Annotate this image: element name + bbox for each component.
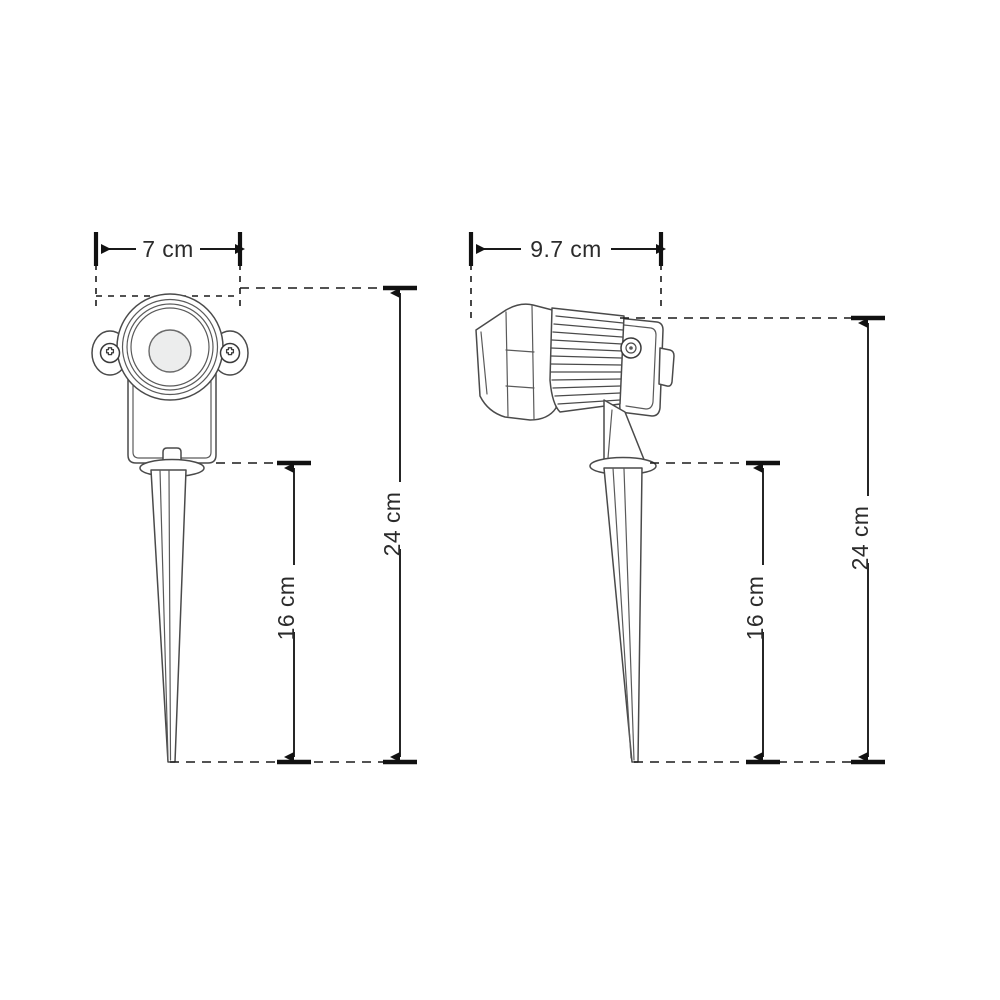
side-spike-edge [623, 468, 635, 761]
dimension-side-total-height: 24 cm [847, 315, 885, 765]
side-hood-panel-a [505, 311, 509, 417]
dimension-front-width: 7 cm [93, 232, 245, 266]
front-screw-right [219, 342, 241, 364]
front-lens [148, 329, 192, 373]
dimension-front-spike-length: 16 cm [273, 460, 311, 765]
front-head-ring4 [130, 307, 210, 387]
side-view-group: 9.7 cm 16 cm 24 cm [468, 232, 885, 765]
front-total-height-label: 24 cm [379, 492, 405, 557]
front-width-label: 7 cm [142, 236, 193, 262]
dimension-front-total-height: 24 cm [379, 285, 417, 765]
side-spike [603, 467, 643, 763]
front-head-ring2 [121, 298, 219, 396]
side-hood-band-top [505, 349, 535, 353]
side-hood-edge-inner [480, 331, 488, 395]
side-width-label: 9.7 cm [530, 236, 601, 262]
front-view-group: 7 cm 16 cm 24 cm [91, 232, 417, 765]
side-hood-panel-b [531, 305, 535, 420]
side-heatsink-barrel [549, 307, 625, 413]
front-head-ring3 [126, 303, 214, 391]
dimension-side-width: 9.7 cm [468, 232, 666, 266]
side-view-product [475, 303, 675, 763]
side-width-extension-lines [470, 252, 662, 320]
side-glare-hood [475, 303, 561, 421]
side-cable-tab [658, 347, 675, 387]
side-heatsink-fins [550, 315, 624, 405]
front-spike-edge2 [159, 469, 169, 759]
front-view-product [91, 293, 249, 763]
side-spike-edge2 [612, 467, 632, 759]
side-total-height-label: 24 cm [847, 506, 873, 571]
front-spike-edge [168, 470, 172, 761]
front-screw-left [99, 342, 121, 364]
side-hood-band-mid [505, 385, 535, 389]
front-spike [150, 469, 187, 763]
side-spike-length-label: 16 cm [742, 576, 768, 641]
dimension-side-spike-length: 16 cm [742, 460, 780, 765]
side-pivot-screw [620, 337, 642, 359]
front-spike-length-label: 16 cm [273, 576, 299, 641]
